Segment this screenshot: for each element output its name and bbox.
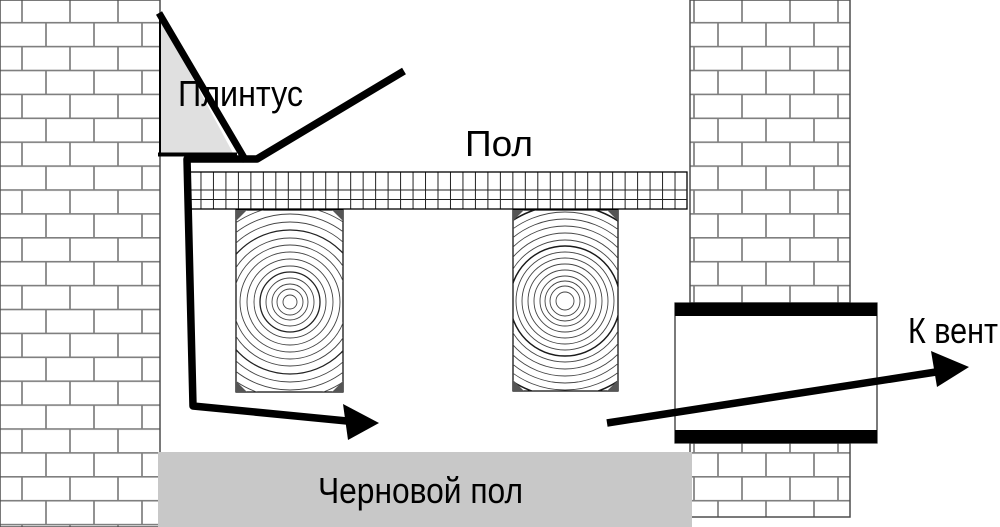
right-wall-lower (689, 442, 851, 518)
baseboard-triangle (155, 11, 250, 163)
joist-1-corner-wedges (236, 210, 343, 392)
duct-bottom-bar (675, 430, 877, 443)
subfloor-slab (158, 452, 692, 527)
airflow-arrow-to-vent (606, 351, 969, 427)
joist-log-1 (235, 209, 344, 393)
joist-log-2 (512, 209, 619, 392)
right-wall-upper (689, 0, 851, 304)
joist-2-corner-wedges (513, 210, 618, 391)
right-brick-wall (689, 0, 851, 518)
vent-duct (674, 302, 878, 444)
label-baseboard: Плинтус (178, 73, 303, 114)
baseboard-hypotenuse-line (155, 11, 250, 163)
duct-top-bar (675, 303, 877, 316)
arrowhead-under-floor (343, 404, 379, 440)
arrowhead-to-vent (931, 351, 969, 387)
label-subfloor: Черновой пол (318, 470, 523, 511)
airflow-arrow-under-floor (183, 67, 406, 440)
label-floor: Пол (465, 123, 533, 164)
left-brick-wall (0, 0, 161, 527)
floor-boards (187, 171, 688, 210)
label-to-vent: К вент (908, 310, 998, 351)
